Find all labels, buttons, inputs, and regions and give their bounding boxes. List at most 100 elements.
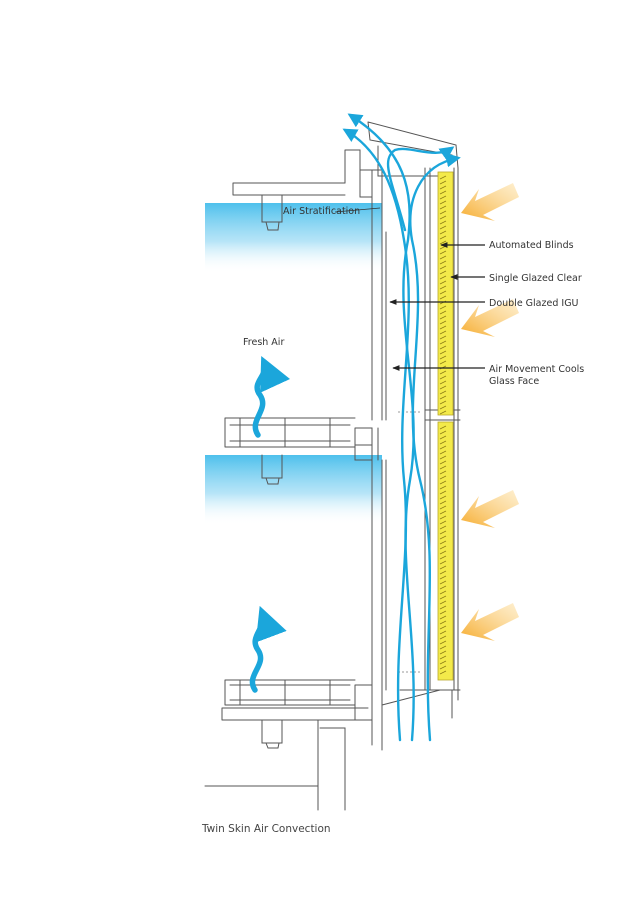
blind-slat	[439, 355, 447, 360]
double-glazed-label: Double Glazed IGU	[489, 298, 579, 309]
blind-slat	[439, 490, 447, 495]
blind-slat	[439, 265, 447, 270]
blind-slat	[439, 395, 447, 400]
blind-slat	[439, 305, 447, 310]
blind-slat	[439, 580, 447, 585]
blind-slat	[439, 325, 447, 330]
blind-slats	[439, 175, 447, 675]
blind-slat	[439, 280, 447, 285]
blind-slat	[439, 440, 447, 445]
fresh-air-wave-arrow-icon	[252, 356, 291, 438]
blind-slat	[439, 215, 447, 220]
blind-slat	[439, 310, 447, 315]
blind-slat	[439, 515, 447, 520]
blind-slat	[439, 660, 447, 665]
blind-slat	[439, 600, 447, 605]
solar-radiation-arrow-icon	[461, 603, 519, 641]
blind-slat	[439, 485, 447, 490]
blind-slat	[439, 500, 447, 505]
blind-slat	[439, 555, 447, 560]
blind-slat	[439, 550, 447, 555]
blind-slat	[439, 335, 447, 340]
air-movement-label-line1: Air Movement Cools	[489, 364, 584, 375]
callout-leaders	[334, 207, 485, 371]
blind-slat	[439, 270, 447, 275]
cool-zone-upper	[205, 203, 382, 273]
blind-slat	[439, 575, 447, 580]
single-glazed-label: Single Glazed Clear	[489, 273, 582, 284]
blind-slat	[439, 425, 447, 430]
blind-slat	[439, 205, 447, 210]
blind-slat	[439, 545, 447, 550]
blind-slat	[439, 400, 447, 405]
cool-zone-lower	[205, 455, 382, 525]
fresh-air-wave-arrow-icon-lower	[249, 605, 287, 693]
blind-slat	[439, 445, 447, 450]
blind-slat	[439, 220, 447, 225]
blind-slat	[439, 345, 447, 350]
blind-slat	[439, 640, 447, 645]
blind-slat	[439, 520, 447, 525]
blind-slat	[439, 285, 447, 290]
blind-slat	[439, 350, 447, 355]
blind-slat	[439, 510, 447, 515]
blind-slat	[439, 535, 447, 540]
blind-slat	[439, 230, 447, 235]
blind-slat	[439, 480, 447, 485]
blind-slat	[439, 175, 447, 180]
blind-slat	[439, 530, 447, 535]
blind-slat	[439, 670, 447, 675]
blind-slat	[439, 330, 447, 335]
blind-slat	[439, 565, 447, 570]
blind-slat	[439, 430, 447, 435]
blind-slat	[439, 615, 447, 620]
blind-slat	[439, 195, 447, 200]
blind-slat	[439, 450, 447, 455]
blind-slat	[439, 505, 447, 510]
blind-slat	[439, 540, 447, 545]
blind-slat	[439, 645, 447, 650]
air-stratification-label: Air Stratification	[283, 206, 360, 217]
blind-slat	[439, 225, 447, 230]
blind-slat	[439, 295, 447, 300]
air-flow-lines	[342, 113, 461, 742]
blind-slat	[439, 180, 447, 185]
blind-slat	[439, 385, 447, 390]
blind-slat	[439, 610, 447, 615]
blind-slat	[439, 360, 447, 365]
blind-slat	[439, 320, 447, 325]
blind-slat	[439, 465, 447, 470]
blind-slat	[439, 625, 447, 630]
blind-slat	[439, 185, 447, 190]
blind-slat	[439, 340, 447, 345]
blind-slat	[439, 235, 447, 240]
blind-slat	[439, 275, 447, 280]
blind-slat	[439, 635, 447, 640]
solar-radiation-arrow-icon	[461, 299, 519, 337]
blind-slat	[439, 435, 447, 440]
blind-slat	[439, 665, 447, 670]
blind-slat	[439, 560, 447, 565]
blind-slat	[439, 470, 447, 475]
blind-slat	[439, 630, 447, 635]
blind-slat	[439, 390, 447, 395]
blind-slat	[439, 460, 447, 465]
blind-slat	[439, 290, 447, 295]
solar-radiation-arrow-icon	[461, 183, 519, 221]
blind-slat	[439, 375, 447, 380]
blind-slat	[439, 250, 447, 255]
blind-slat	[439, 405, 447, 410]
blind-slat	[439, 260, 447, 265]
blind-slat	[439, 255, 447, 260]
blind-slat	[439, 475, 447, 480]
blind-slat	[439, 605, 447, 610]
blind-slat	[439, 525, 447, 530]
blind-slat	[439, 410, 447, 415]
diagram-caption: Twin Skin Air Convection	[201, 823, 331, 835]
blind-slat	[439, 570, 447, 575]
solar-radiation-arrows	[461, 183, 519, 641]
blind-slat	[439, 620, 447, 625]
blind-slat	[439, 190, 447, 195]
